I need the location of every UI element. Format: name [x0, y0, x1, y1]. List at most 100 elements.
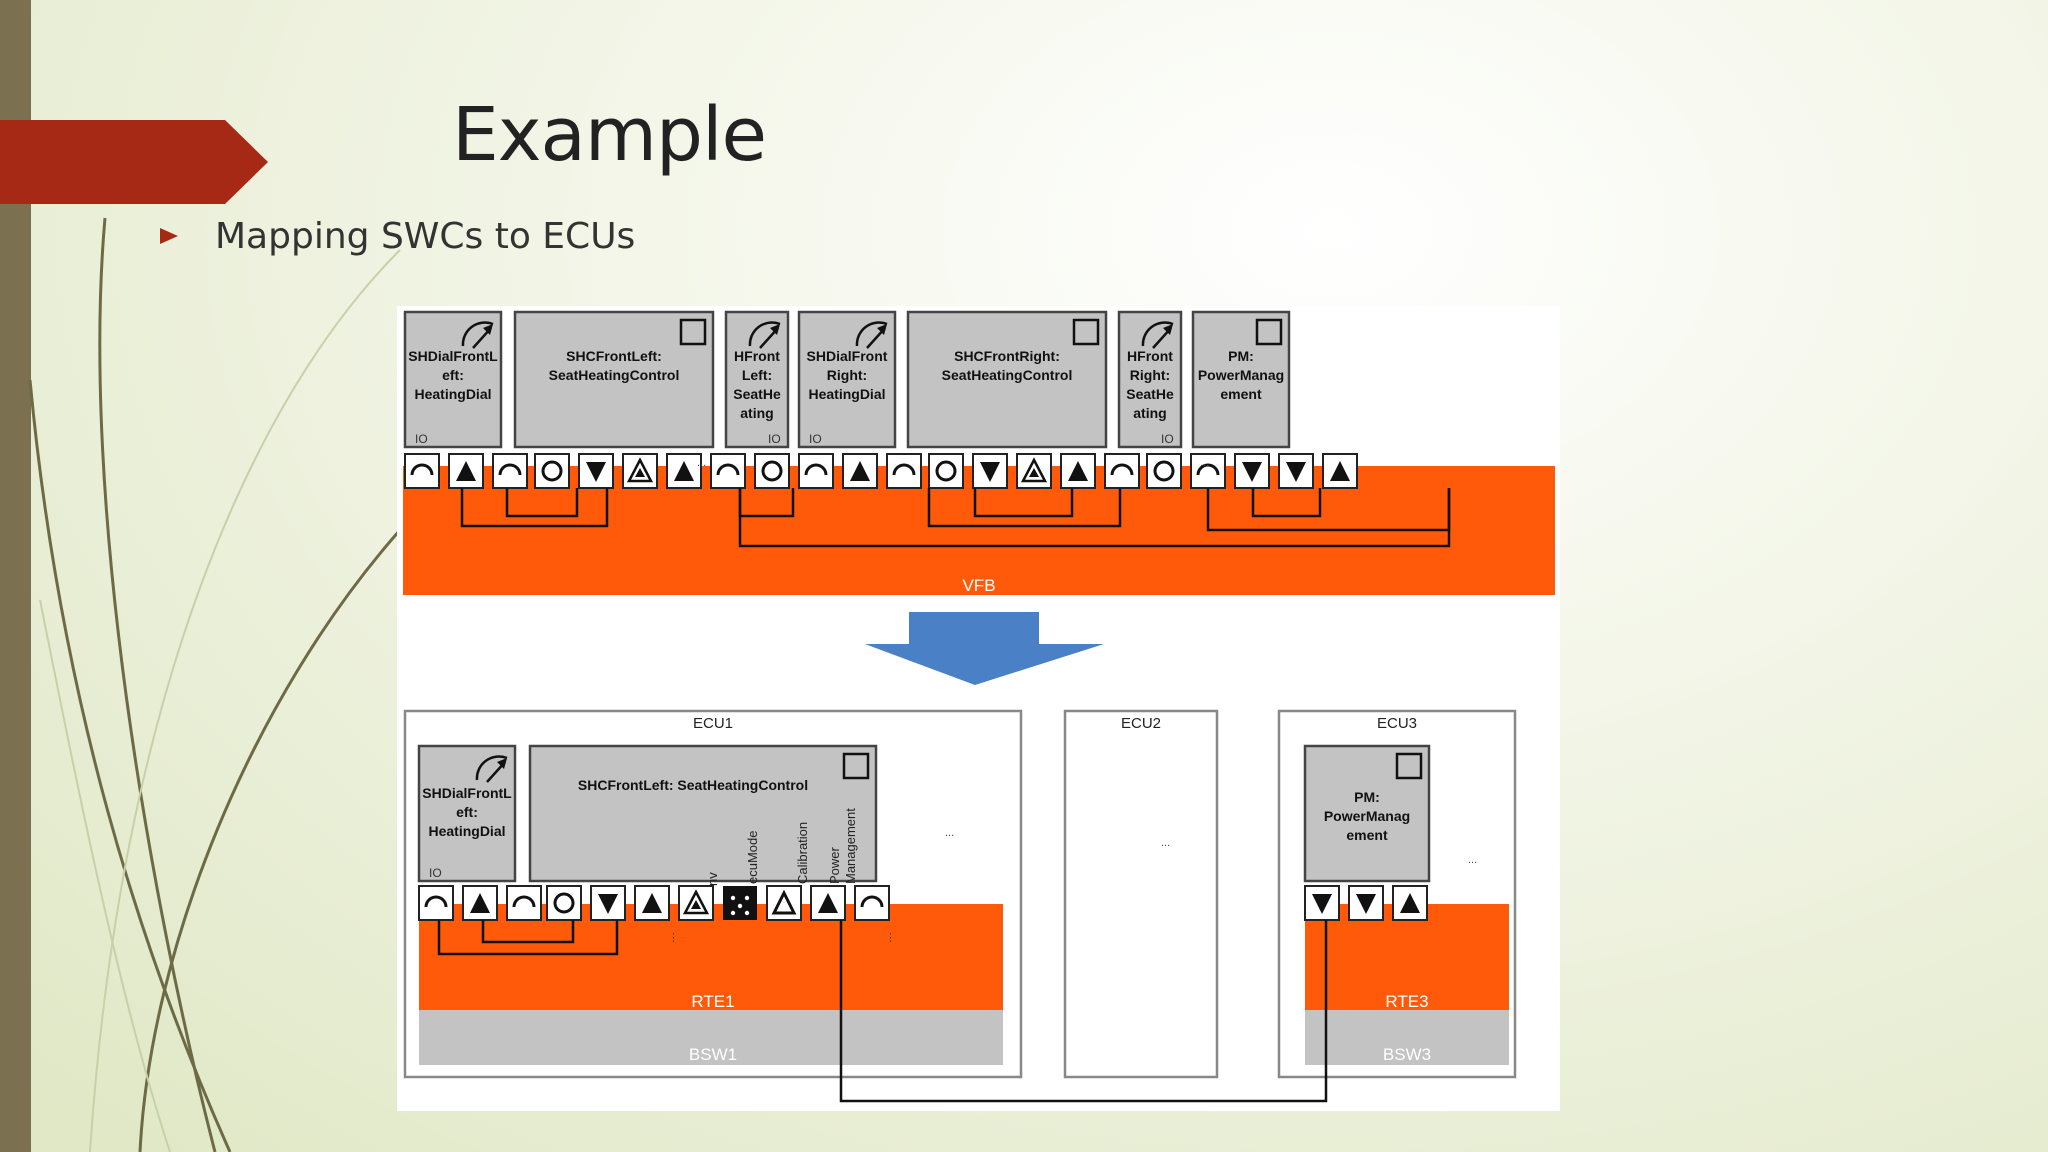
- bullet-bar: [160, 233, 166, 239]
- port-down: [578, 453, 614, 489]
- connector-line: [839, 920, 1328, 1103]
- connector-line: [460, 488, 609, 528]
- port-circle: [534, 453, 570, 489]
- swc-c2[interactable]: SHCFrontLeft: SeatHeatingControl: [513, 310, 715, 449]
- ecu2-label: ECU2: [1121, 715, 1161, 732]
- swc-name-line: SeatHeatingControl: [549, 367, 680, 383]
- rte1-label: RTE1: [691, 992, 734, 1011]
- swc-name-line: eft:: [442, 367, 464, 383]
- connector-line: [927, 488, 1122, 528]
- port-warn: [678, 885, 714, 921]
- bsw3-label: BSW3: [1383, 1045, 1431, 1064]
- ecu3-ellipsis: ...: [1468, 854, 1477, 866]
- io-label: IO: [768, 432, 781, 446]
- ecu1-dots: ⋮: [668, 932, 679, 944]
- swc-name-line: PM:: [1354, 789, 1380, 805]
- connector-line: [481, 920, 575, 944]
- gauge-icon: [461, 321, 494, 349]
- port-label-power: Power: [827, 846, 842, 884]
- swc-name-line: SeatHe: [733, 386, 781, 402]
- port-label-calibration: Calibration: [795, 822, 810, 884]
- swc-name-line: PowerManag: [1198, 367, 1284, 383]
- swc-name-line: ating: [1133, 405, 1166, 421]
- gauge-icon: [748, 321, 781, 349]
- ecu2-ellipsis: ...: [1161, 837, 1170, 849]
- swc-name-line: SeatHeatingControl: [942, 367, 1073, 383]
- curve-line: [39, 599, 171, 1152]
- port-up: [810, 885, 846, 921]
- port-circle: [754, 453, 790, 489]
- port-down: [972, 453, 1008, 489]
- swc-name-line: ement: [1346, 827, 1388, 843]
- swc-e2[interactable]: SHCFrontLeft: SeatHeatingControl: [528, 744, 878, 883]
- port-circle: [1146, 453, 1182, 489]
- port-down: [590, 885, 626, 921]
- port-label-management: Management: [843, 808, 858, 884]
- swc-name-line: PM:: [1228, 348, 1254, 364]
- port-warn: [1016, 453, 1052, 489]
- port-circle: [546, 885, 582, 921]
- swc-e3[interactable]: PM: PowerManag ement: [1303, 744, 1431, 883]
- port-label-ecumode: ecuMode: [745, 831, 760, 884]
- port-tri-outline: [766, 885, 802, 921]
- port-circle: [928, 453, 964, 489]
- port-filled-box: [723, 886, 757, 920]
- ecu2-frame: [1063, 709, 1219, 1079]
- swc-c5[interactable]: SHCFrontRight:SeatHeatingControl: [906, 310, 1108, 449]
- port-up: [448, 453, 484, 489]
- swc-name-line: HFront: [1127, 348, 1173, 364]
- port-up: [666, 453, 702, 489]
- curve-line: [89, 249, 401, 1152]
- vfb-label: VFB: [962, 576, 995, 595]
- ecu1-dots: ⋮: [885, 932, 896, 944]
- connector-line: [973, 488, 1074, 518]
- swc-name-line: SHCFrontLeft:: [566, 348, 662, 364]
- port-arc: [1104, 453, 1140, 489]
- mapping-down-arrow: [865, 612, 1104, 685]
- port-up: [1322, 453, 1358, 489]
- gauge-icon: [1141, 321, 1174, 349]
- swc-name-line: HeatingDial: [428, 823, 505, 839]
- swc-name-line: Left:: [742, 367, 772, 383]
- slide-title: Example: [452, 92, 767, 178]
- swc-name-line: SHDialFrontL: [422, 785, 512, 801]
- io-label: IO: [429, 866, 442, 880]
- vfb-ellipsis: ...: [697, 457, 706, 469]
- title-arrow-banner: [0, 120, 268, 204]
- ecu3-label: ECU3: [1377, 715, 1417, 732]
- port-arc: [492, 453, 528, 489]
- vfb-ports: [404, 453, 1358, 489]
- port-down: [1234, 453, 1270, 489]
- rte3-band: [1305, 904, 1509, 1010]
- swc-name-line: PowerManag: [1324, 808, 1410, 824]
- ecu1-label: ECU1: [693, 715, 733, 732]
- port-warn: [622, 453, 658, 489]
- ecu1-ellipsis: ...: [945, 827, 954, 839]
- port-arc: [404, 453, 440, 489]
- connector-line: [738, 488, 1451, 548]
- rte3-label: RTE3: [1385, 992, 1428, 1011]
- io-label: IO: [1161, 432, 1174, 446]
- ecu-ports: [418, 885, 1428, 921]
- port-arc: [886, 453, 922, 489]
- swc-name-line: Right:: [1130, 367, 1170, 383]
- vfb-connections: [460, 488, 1451, 548]
- port-arc: [506, 885, 542, 921]
- port-down: [1304, 885, 1340, 921]
- diagram-svg: VFB SHDialFrontLeft:HeatingDialIOSHCFron…: [403, 310, 1555, 1103]
- swc-name-line: eft:: [456, 804, 478, 820]
- square-icon: [1255, 318, 1283, 346]
- rte1-band: [419, 904, 1003, 1010]
- swc-name-line: ating: [740, 405, 773, 421]
- swc-name-line: Right:: [827, 367, 867, 383]
- bullet-arrow-icon: [160, 228, 178, 244]
- port-arc: [710, 453, 746, 489]
- io-label: IO: [809, 432, 822, 446]
